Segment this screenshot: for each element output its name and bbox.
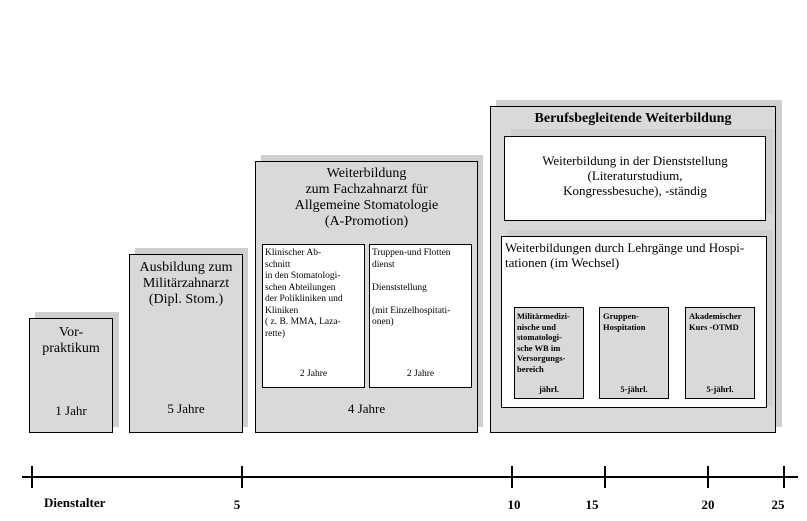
ausbildung-duration: 5 Jahre <box>167 401 205 416</box>
fachzahnarzt-box: Weiterbildung zum Fachzahnarzt für Allge… <box>255 161 478 433</box>
fachzahnarzt-title: Weiterbildung zum Fachzahnarzt für Allge… <box>294 166 439 229</box>
item-gruppen-freq: 5-jährl. <box>620 384 648 394</box>
lehrgaenge-box: Weiterbildungen durch Lehrgänge und Hosp… <box>501 236 767 408</box>
vorpraktikum-box: Vor- praktikum 1 Jahr <box>29 318 113 433</box>
vorpraktikum-title: Vor- praktikum <box>42 325 100 356</box>
fachzahnarzt-duration: 4 Jahre <box>347 401 386 416</box>
item-akademisch-freq: 5-jährl. <box>706 384 734 394</box>
dienststellung-box: Weiterbildung in der Dienststellung (Lit… <box>504 136 766 221</box>
axis-tick-label-20: 20 <box>701 497 715 512</box>
item-akademisch-text: Akademischer Kurs -OTMD <box>689 311 742 332</box>
lehrgaenge-title: Weiterbildungen durch Lehrgänge und Hosp… <box>505 240 745 270</box>
item-gruppen-text: Gruppen- Hospitation <box>603 311 646 332</box>
vorpraktikum-duration: 1 Jahr <box>55 403 87 418</box>
item-gruppen-hospitation: Gruppen- Hospitation 5-jährl. <box>599 307 669 399</box>
item-militaermedizin-freq: jährl. <box>538 384 560 394</box>
axis-tick-20 <box>707 466 709 488</box>
ausbildung-title: Ausbildung zum Militärzahnarzt (Dipl. St… <box>139 260 233 307</box>
axis-tick-label-10: 10 <box>507 497 521 512</box>
klinisch-box: Klinischer Ab- schnitt in den Stomatolog… <box>262 244 365 388</box>
truppen-box: Truppen-und Flotten dienst Dienststellun… <box>369 244 472 388</box>
item-militaermedizin: Militärmedizi- nische und stomatologi- s… <box>514 307 584 399</box>
timeline-axis <box>22 476 798 478</box>
item-militaermedizin-text: Militärmedizi- nische und stomatologi- s… <box>517 311 570 374</box>
axis-tick-label-5: 5 <box>233 497 241 512</box>
axis-tick-15 <box>604 466 606 488</box>
item-akademischer-kurs: Akademischer Kurs -OTMD 5-jährl. <box>685 307 755 399</box>
klinisch-duration: 2 Jahre <box>299 369 328 379</box>
berufsbegleitend-box: Berufsbegleitende Weiterbildung Weiterbi… <box>490 106 776 433</box>
axis-tick-10 <box>511 466 513 488</box>
truppen-text: Truppen-und Flotten dienst Dienststellun… <box>372 248 451 327</box>
axis-tick-5 <box>241 466 243 488</box>
dienststellung-text: Weiterbildung in der Dienststellung (Lit… <box>542 153 728 198</box>
ausbildung-box: Ausbildung zum Militärzahnarzt (Dipl. St… <box>129 254 243 433</box>
axis-tick-label-15: 15 <box>585 497 599 512</box>
berufsbegleitend-title: Berufsbegleitende Weiterbildung <box>534 111 732 126</box>
truppen-duration: 2 Jahre <box>406 369 435 379</box>
axis-label-dienstalter: Dienstalter <box>44 495 106 510</box>
axis-tick-label-25: 25 <box>771 497 785 512</box>
axis-tick-25 <box>783 466 785 488</box>
klinisch-text: Klinischer Ab- schnitt in den Stomatolog… <box>265 248 343 339</box>
axis-tick-start <box>31 466 33 488</box>
